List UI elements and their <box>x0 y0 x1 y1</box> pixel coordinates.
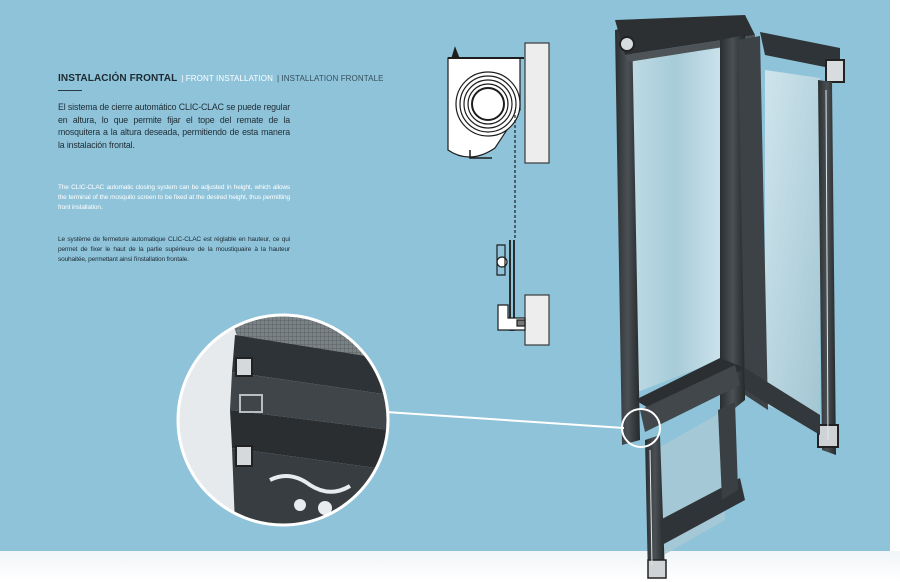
paragraph-french: Le système de fermeture automatique CLIC… <box>58 236 290 264</box>
center-mullion <box>720 35 745 420</box>
heading-english: | FRONT INSTALLATION <box>181 74 273 83</box>
window-render <box>615 15 845 579</box>
screw-icon <box>451 46 460 59</box>
roller-drum <box>455 71 521 137</box>
heading-underline <box>58 90 82 91</box>
cross-section-diagram <box>447 42 550 346</box>
magnified-profile-detail <box>176 313 390 527</box>
guide-rail <box>509 240 515 331</box>
paragraph-english: The CLIC-CLAC automatic closing system c… <box>58 184 290 212</box>
paragraph-spanish: El sistema de cierre automático CLIC-CLA… <box>58 102 290 150</box>
section-heading: INSTALACIÓN FRONTAL| FRONT INSTALLATION|… <box>58 68 384 86</box>
heading-spanish: INSTALACIÓN FRONTAL <box>58 73 178 84</box>
callout-target-ring <box>621 408 661 448</box>
top-profile-chamber <box>619 36 635 52</box>
wall-block-top <box>524 42 550 164</box>
right-profile-end <box>825 59 845 83</box>
wall-block-bottom <box>524 294 550 346</box>
left-frame-profile <box>615 26 640 445</box>
callout-leader-line <box>385 411 625 429</box>
page-bottom <box>0 551 900 582</box>
heading-french: | INSTALLATION FRONTALE <box>276 74 384 83</box>
